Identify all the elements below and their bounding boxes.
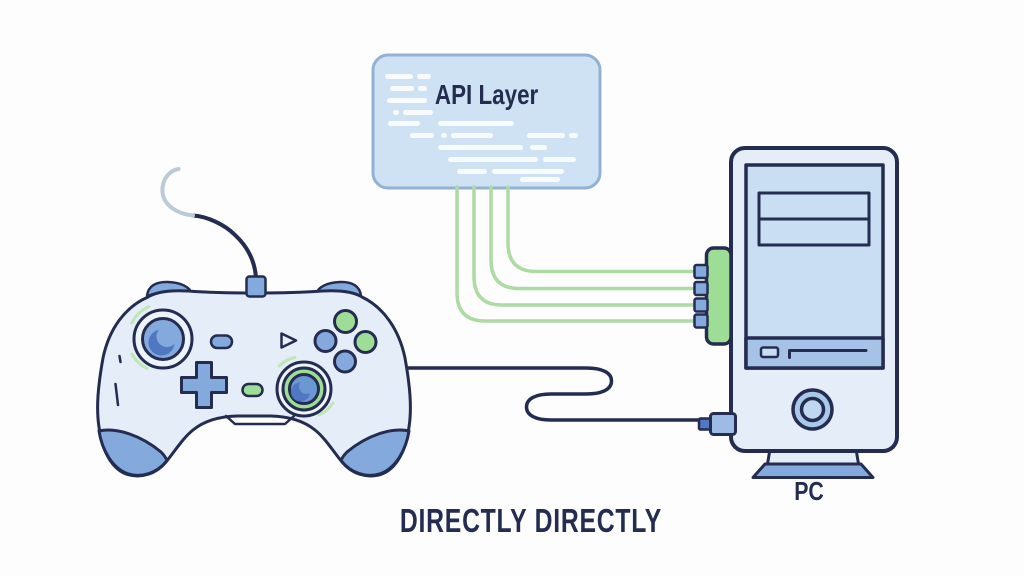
right-stick-top bbox=[299, 379, 314, 394]
controller-cable-curl bbox=[160, 167, 195, 218]
ports-panel-shape bbox=[704, 246, 733, 346]
usb-cable bbox=[404, 366, 737, 436]
right-grip bbox=[339, 428, 411, 477]
code-line-dash bbox=[418, 86, 427, 91]
controller-cable bbox=[191, 213, 258, 280]
api-layer-label-text: API Layer bbox=[434, 79, 539, 110]
code-line-dash bbox=[385, 74, 413, 79]
bottom-panel-line bbox=[224, 414, 296, 426]
pc-lower-bay-strip bbox=[744, 336, 885, 370]
api-layer-box bbox=[371, 53, 602, 190]
code-line-dash bbox=[388, 121, 420, 126]
power-button-ring bbox=[799, 396, 826, 423]
face-button-right bbox=[353, 330, 378, 354]
pc-eject-button bbox=[759, 346, 780, 359]
code-lines-decor bbox=[385, 74, 578, 182]
face-button-top bbox=[333, 309, 358, 334]
code-line-dash bbox=[390, 86, 414, 91]
code-line-dash bbox=[417, 74, 431, 79]
face-button-bottom bbox=[333, 349, 357, 374]
edge-mark bbox=[118, 354, 122, 364]
stick-accent-arc bbox=[130, 352, 149, 370]
caption-text: DIRECTLY DIRECTLY bbox=[356, 502, 706, 540]
pc-label: PC bbox=[791, 476, 827, 507]
code-line-dash bbox=[403, 110, 433, 115]
start-button bbox=[241, 382, 264, 398]
api-cable-line bbox=[472, 185, 701, 307]
api-layer-label: API Layer bbox=[373, 79, 600, 111]
pc-label-text: PC bbox=[794, 476, 824, 506]
left-stick-top bbox=[156, 326, 178, 347]
code-line-dash bbox=[543, 157, 576, 162]
stick-accent-arc bbox=[277, 356, 297, 368]
pc-stand-base bbox=[751, 462, 875, 479]
code-line-dash bbox=[387, 98, 427, 103]
code-line-dash bbox=[520, 177, 560, 182]
pc-tower bbox=[729, 146, 899, 479]
code-line-dash bbox=[438, 121, 514, 126]
left-grip bbox=[97, 428, 169, 477]
api-connection-lines bbox=[455, 185, 701, 323]
play-triangle-icon bbox=[280, 332, 298, 349]
port-connector bbox=[693, 280, 709, 297]
code-line-dash bbox=[530, 145, 547, 150]
caption-text-inner: DIRECTLY DIRECTLY bbox=[399, 502, 663, 539]
usb-plug-body bbox=[709, 412, 737, 436]
code-line-dash bbox=[569, 133, 578, 138]
port-connector bbox=[693, 263, 709, 280]
code-line-dash bbox=[410, 133, 434, 138]
code-line-dash bbox=[448, 157, 538, 162]
api-cable-line bbox=[455, 185, 701, 323]
stick-accent-arc bbox=[317, 401, 335, 417]
code-line-dash bbox=[527, 133, 565, 138]
code-line-dash bbox=[492, 169, 564, 174]
code-line-dash bbox=[451, 133, 493, 138]
edge-mark bbox=[114, 382, 120, 407]
code-line-dash bbox=[438, 145, 523, 150]
api-cable-line bbox=[506, 185, 701, 274]
pc-disc-slot bbox=[788, 349, 868, 359]
code-line-dash bbox=[457, 169, 487, 174]
usb-cable-line bbox=[404, 366, 702, 422]
cable-connector-block bbox=[245, 275, 267, 298]
game-controller bbox=[96, 167, 412, 478]
d-pad bbox=[180, 361, 228, 409]
io-ports-panel bbox=[693, 246, 733, 346]
stick-accent-arc bbox=[130, 305, 151, 325]
select-button bbox=[209, 334, 234, 350]
port-connector bbox=[693, 297, 709, 313]
api-cable-line bbox=[489, 185, 701, 291]
code-line-dash bbox=[441, 133, 447, 138]
face-button-left bbox=[313, 329, 338, 353]
code-line-dash bbox=[393, 110, 399, 115]
port-connector bbox=[693, 313, 709, 329]
